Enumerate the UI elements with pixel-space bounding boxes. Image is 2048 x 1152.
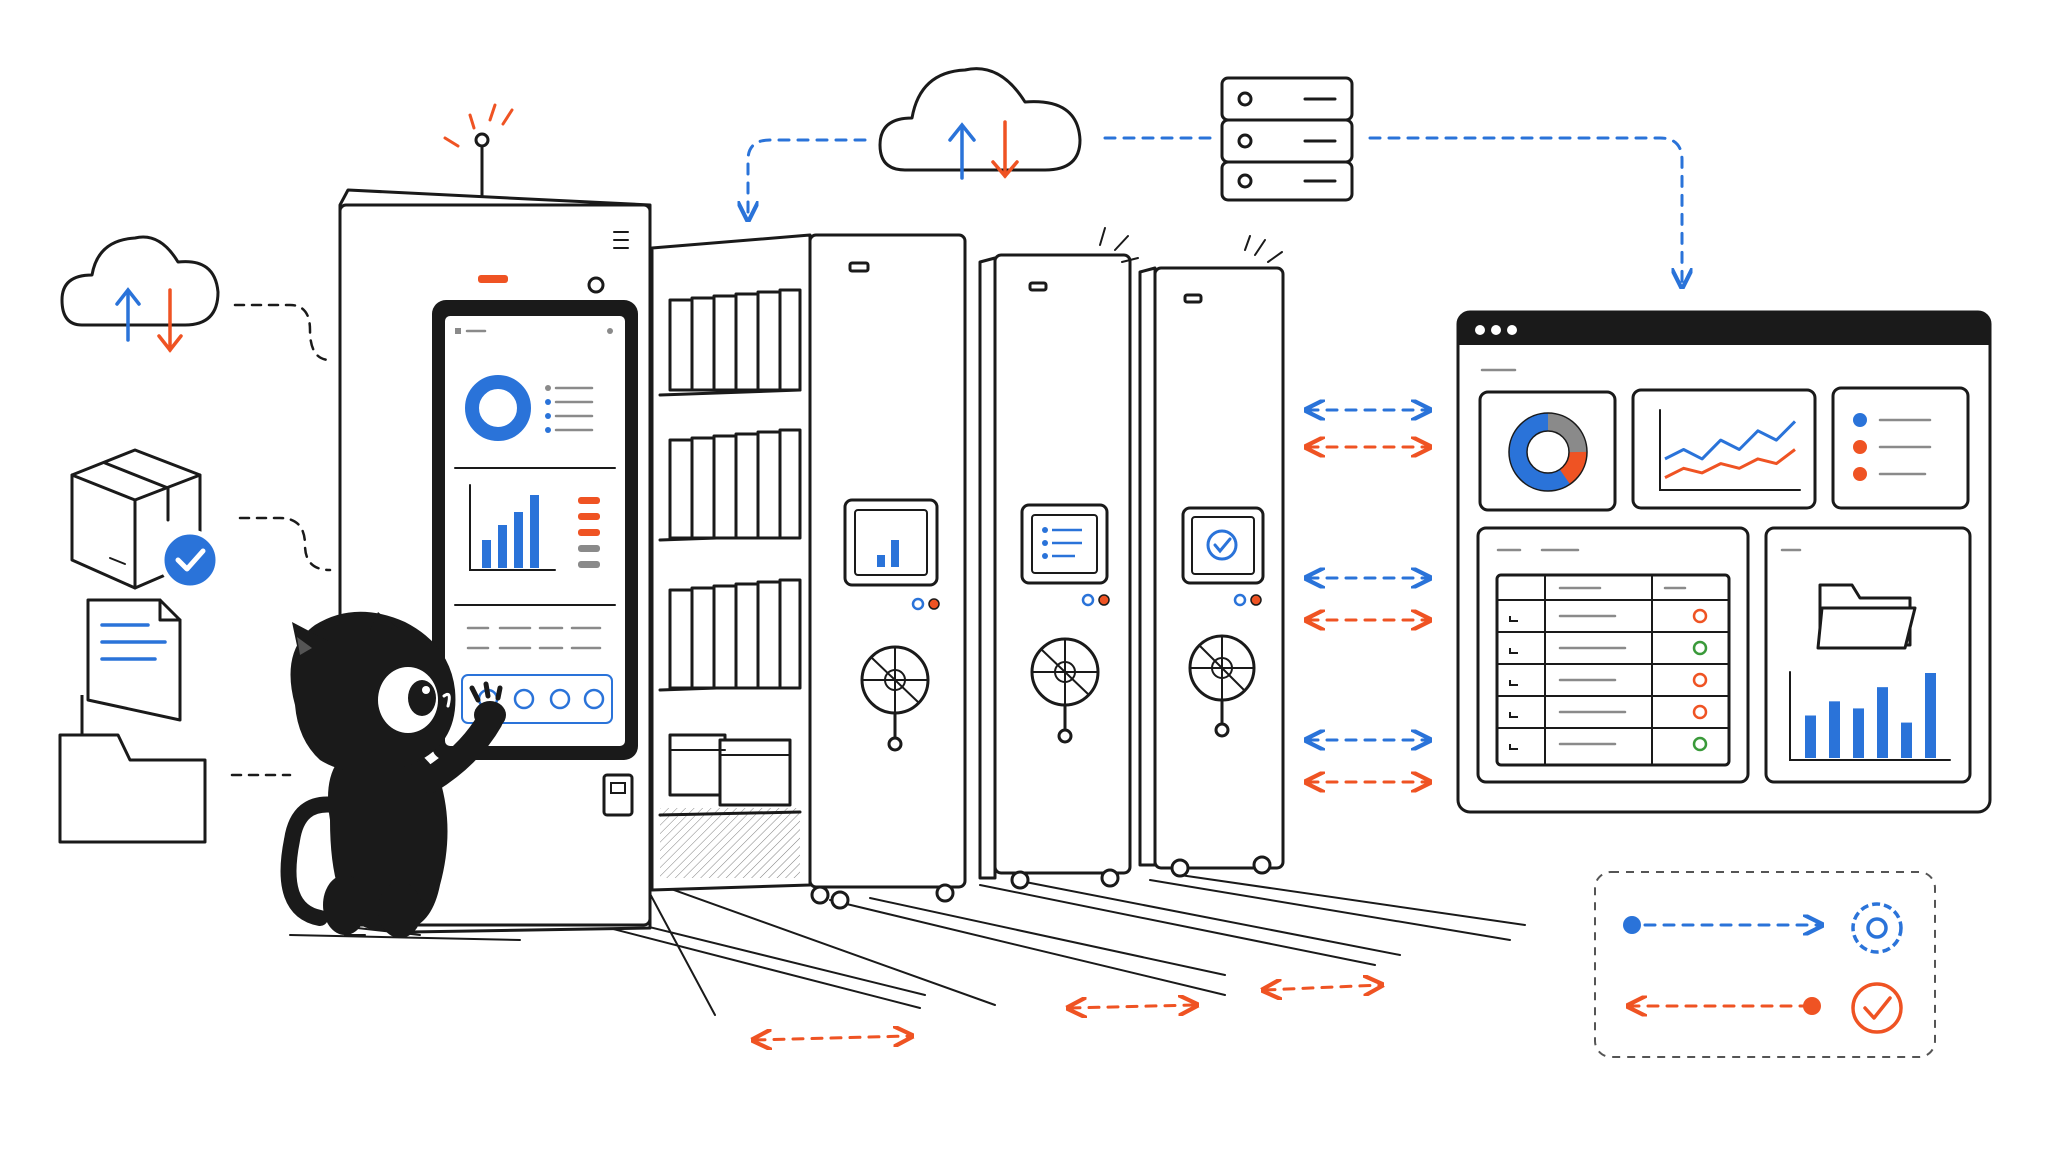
dashboard-window[interactable] [1456,310,1992,814]
check-circle-icon [1206,529,1238,561]
line-chart-blue-series [1664,420,1797,461]
vent-icon [613,231,629,249]
row-status-indicator [1692,608,1708,624]
document-folder-icon [58,598,207,844]
line-chart-orange-series [1664,448,1796,479]
shelf-unit-4[interactable] [1138,235,1285,878]
dashboard-bar [1805,715,1816,758]
row-checkbox [1509,616,1518,622]
window-dot [1475,325,1485,335]
kiosk-status-light [478,275,508,283]
package-verified-icon [70,448,221,591]
connector-server-to-dashboard [1368,136,1682,285]
row-checkbox [1509,648,1518,654]
kiosk-donut-chart [465,375,531,441]
top-cloud-sync-icon [878,67,1082,180]
window-dot [1507,325,1517,335]
connector-package-to-kiosk [238,516,332,572]
dashboard-bar-chart [1805,673,1936,758]
window-dot [1491,325,1501,335]
row-status-indicator [1692,672,1708,688]
row-checkbox [1509,680,1518,686]
dashboard-bar [1853,708,1864,758]
dashboard-title-bar [1458,312,1990,345]
cat-mascot [280,611,506,938]
dashboard-bar [1877,687,1888,758]
card-reader-icon[interactable] [602,773,634,817]
dashboard-bar [1901,722,1912,758]
binder-row-1 [668,288,802,392]
dashboard-donut-card[interactable] [1478,390,1617,512]
list-icon [1042,527,1082,559]
gear-icon [1851,902,1903,954]
kiosk-bar-chart [469,484,556,571]
shelf-unit-3[interactable] [978,227,1139,890]
shelf-unit-2[interactable] [650,233,967,910]
dashboard-folder-card[interactable] [1764,526,1972,784]
check-circle-icon [1851,982,1903,1034]
row-status-indicator [1692,640,1708,656]
sync-arrows [1308,410,1428,782]
folder-icon [1816,583,1917,650]
bar-chart-icon [877,540,899,567]
row-status-indicator [1692,736,1708,752]
dashboard-bar [1829,701,1840,758]
connector-cloud-to-shelves [748,138,867,218]
storage-boxes [660,733,800,878]
flow-legend [1594,871,1936,1058]
connector-cloud-to-kiosk [233,303,332,362]
left-cloud-sync-icon [60,235,220,353]
dashboard-bar [1925,673,1936,758]
row-status-indicator [1692,704,1708,720]
binder-row-2 [668,428,802,540]
dashboard-table-card[interactable] [1476,526,1750,784]
server-stack-icon [1220,76,1354,202]
dashboard-line-chart-card[interactable] [1631,388,1817,510]
dashboard-legend-card[interactable] [1831,386,1970,510]
binder-row-3 [668,578,802,690]
antenna-signal-icon [443,103,514,148]
row-checkbox [1509,744,1518,750]
row-checkbox [1509,712,1518,718]
kiosk-screen-content [454,328,616,724]
movement-arrows [755,985,1380,1040]
table-status-column [1509,608,1708,752]
